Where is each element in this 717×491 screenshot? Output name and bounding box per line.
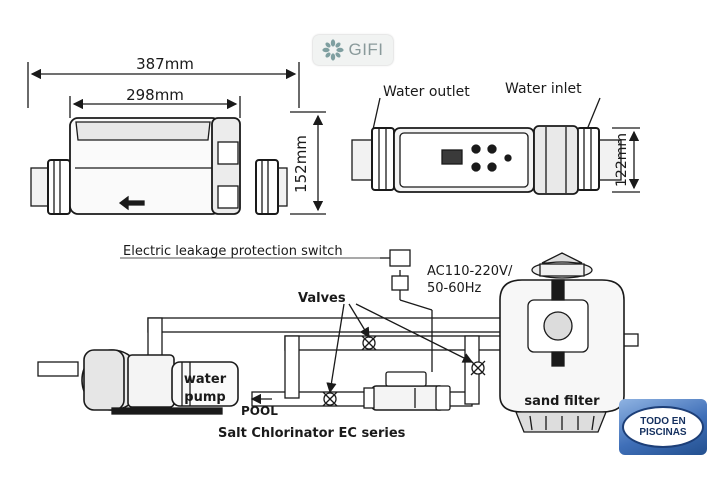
label-pump-1: water [184, 372, 227, 387]
installation-schematic [37, 249, 639, 433]
label-leak-switch: Electric leakage protection switch [123, 244, 343, 259]
label-power-2: 50-60Hz [427, 281, 482, 296]
gifi-logo-text: GIFI [348, 40, 384, 59]
label-water-inlet: Water inlet [505, 81, 582, 97]
dim-body-height: 122mm [614, 133, 630, 187]
dim-body-length: 298mm [126, 86, 184, 104]
label-pool: POOL [241, 404, 278, 418]
logo-line-2: PISCINAS [639, 427, 687, 438]
top-view [351, 97, 640, 195]
dim-height: 152mm [292, 135, 310, 193]
label-pump-2: pump [184, 390, 225, 405]
todo-en-piscinas-logo: TODO EN PISCINAS [619, 399, 707, 455]
gifi-logo: GIFI [313, 35, 393, 65]
side-view [27, 62, 326, 215]
logo-oval: TODO EN PISCINAS [622, 406, 704, 448]
label-chlorinator: Salt Chlorinator EC series [218, 426, 406, 441]
label-power-1: AC110-220V/ [427, 264, 513, 279]
flower-icon [322, 39, 345, 61]
label-valves: Valves [298, 291, 346, 306]
label-water-outlet: Water outlet [383, 84, 470, 100]
logo-line-1: TODO EN [640, 416, 686, 427]
label-sand-filter: sand filter [524, 394, 600, 409]
dim-overall-length: 387mm [136, 55, 194, 73]
